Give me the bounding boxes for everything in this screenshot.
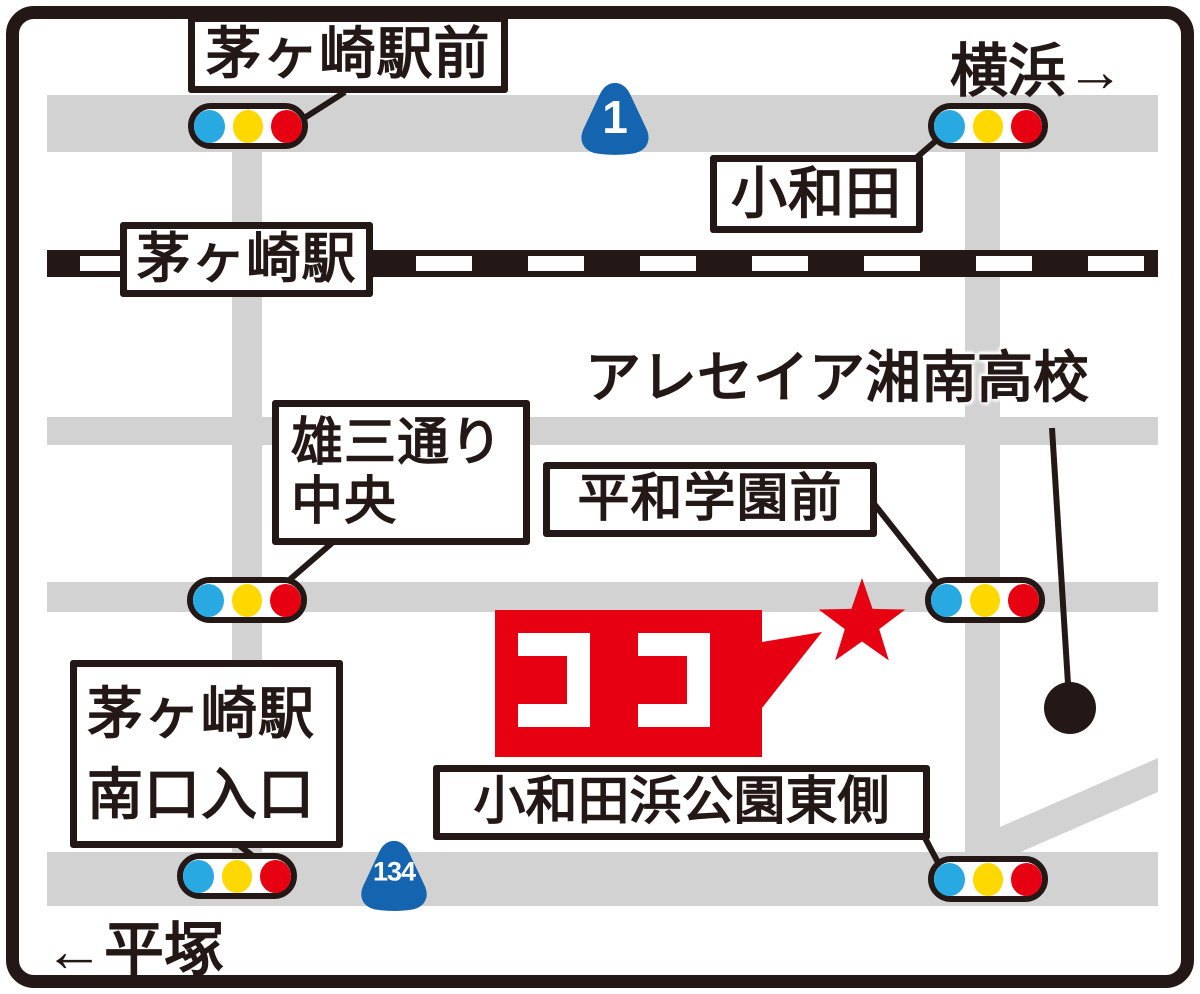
signal-yellow-light bbox=[231, 583, 263, 617]
signal-red-light bbox=[270, 583, 302, 617]
signal-yellow-light bbox=[221, 859, 253, 893]
route1-shield-icon: 1 bbox=[575, 80, 655, 158]
label-minamiguchi-iriguchi: 茅ヶ崎駅 南口入口 bbox=[70, 660, 343, 848]
label-text-line1: 茅ヶ崎駅 bbox=[87, 681, 315, 745]
signal-red-light bbox=[1011, 109, 1043, 143]
label-text: 小和田 bbox=[731, 161, 902, 225]
label-kowadahama-park: 小和田浜公園東側 bbox=[433, 765, 930, 840]
here-glyph-ko2 bbox=[638, 633, 710, 727]
direction-yokohama: 横浜→ bbox=[950, 39, 1125, 104]
signal-red-light bbox=[271, 109, 303, 143]
signal-yellow-light bbox=[969, 583, 1001, 617]
traffic-light-yuzo-dori bbox=[187, 577, 307, 623]
label-text: 茅ヶ崎駅前 bbox=[205, 21, 491, 85]
label-text-line2: 中央 bbox=[291, 472, 398, 531]
label-text: 平和学園前 bbox=[577, 470, 843, 529]
route134-shield-icon: 134 bbox=[355, 838, 433, 911]
traffic-light-minamiguchi bbox=[177, 853, 297, 899]
label-chigasaki-ekimae: 茅ヶ崎駅前 bbox=[188, 15, 508, 93]
label-yuzo-dori-chuo: 雄三通り 中央 bbox=[272, 400, 530, 545]
here-marker: ココ bbox=[495, 610, 762, 757]
signal-yellow-light bbox=[232, 109, 264, 143]
label-text-line1: 雄三通り bbox=[291, 414, 504, 473]
signal-blue-light bbox=[934, 862, 965, 896]
signal-blue-light bbox=[934, 109, 965, 143]
station-label-text: 茅ヶ崎駅 bbox=[136, 229, 357, 290]
traffic-light-chigasaki-ekimae bbox=[188, 103, 308, 149]
school-name: アレセイア湘南高校 bbox=[585, 346, 1089, 409]
signal-yellow-light bbox=[972, 109, 1004, 143]
signal-blue-light bbox=[193, 583, 224, 617]
label-heiwa-gakuen-mae: 平和学園前 bbox=[543, 462, 877, 537]
route134-number: 134 bbox=[372, 856, 416, 887]
direction-hiratsuka: ←平塚 bbox=[44, 917, 224, 984]
signal-blue-light bbox=[183, 859, 214, 893]
park-label-text: 小和田浜公園東側 bbox=[473, 773, 890, 832]
traffic-light-kowadahama bbox=[928, 856, 1048, 902]
label-kowada: 小和田 bbox=[710, 155, 923, 233]
signal-red-light bbox=[1008, 583, 1040, 617]
traffic-light-heiwa-gakuen bbox=[925, 577, 1045, 623]
label-chigasaki-station: 茅ヶ崎駅 bbox=[120, 222, 373, 297]
signal-yellow-light bbox=[972, 862, 1004, 896]
signal-blue-light bbox=[194, 109, 225, 143]
signal-red-light bbox=[260, 859, 292, 893]
signal-blue-light bbox=[931, 583, 962, 617]
route1-number: 1 bbox=[602, 90, 628, 143]
signal-red-light bbox=[1011, 862, 1043, 896]
map-border bbox=[6, 6, 1194, 988]
label-text-line2: 南口入口 bbox=[87, 763, 315, 826]
traffic-light-kowada bbox=[928, 103, 1048, 149]
here-glyph-ko1 bbox=[518, 633, 590, 727]
